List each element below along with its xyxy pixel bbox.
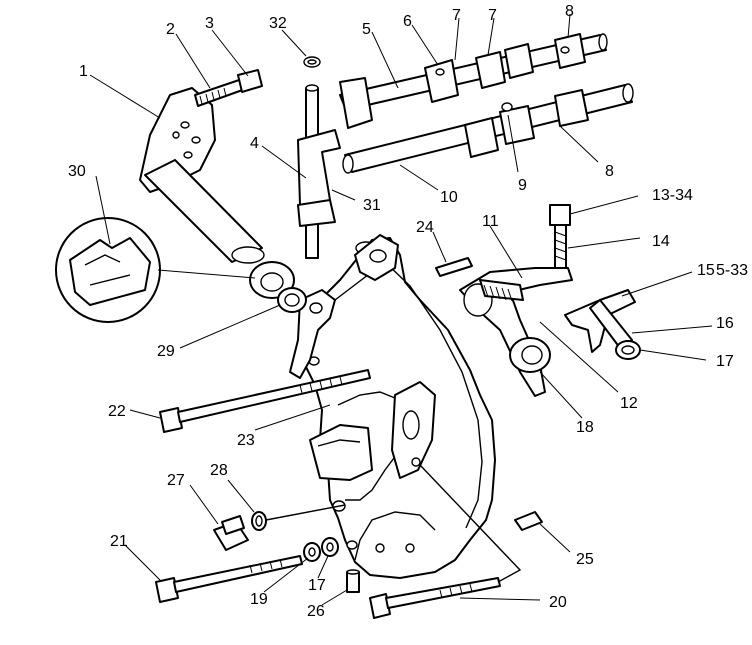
dowel-pin-26 <box>346 569 360 593</box>
adjusting-screw <box>549 204 571 269</box>
label-23: 23 <box>237 432 255 449</box>
label-18: 18 <box>576 419 594 436</box>
lower-shift-rail <box>342 83 634 174</box>
label-10: 10 <box>440 189 458 206</box>
label-17a: 17 <box>716 353 734 370</box>
label-5: 5 <box>362 21 371 38</box>
label-22: 22 <box>108 403 126 420</box>
label-8a: 8 <box>565 3 574 20</box>
long-bolt-21 <box>155 555 303 603</box>
label-2: 2 <box>166 21 175 38</box>
washers <box>303 537 339 562</box>
label-15: 15 <box>697 262 715 279</box>
long-bolt-22 <box>159 369 371 433</box>
label-14: 14 <box>652 233 670 250</box>
vertical-pivot-shaft <box>297 56 341 259</box>
label-8b: 8 <box>605 163 614 180</box>
shift-lever-assembly <box>459 267 573 397</box>
label-32: 32 <box>269 15 287 32</box>
label-25: 25 <box>576 551 594 568</box>
leader-lines <box>89 13 713 606</box>
label-4: 4 <box>250 135 259 152</box>
label-20: 20 <box>549 594 567 611</box>
label-16: 16 <box>716 315 734 332</box>
bearing-collar <box>509 337 551 373</box>
label-5-33: 5-33 <box>716 262 748 279</box>
drain-plug <box>213 504 346 551</box>
upper-shift-rail <box>339 33 608 129</box>
label-17b: 17 <box>308 577 326 594</box>
label-9: 9 <box>518 177 527 194</box>
dowel-pin-25 <box>514 511 543 531</box>
dowel-pin-24 <box>435 257 473 277</box>
label-19: 19 <box>250 591 268 608</box>
label-26: 26 <box>307 603 325 620</box>
label-27: 27 <box>167 472 185 489</box>
lever-arm <box>139 69 263 193</box>
label-21: 21 <box>110 533 128 550</box>
label-31: 31 <box>363 197 381 214</box>
label-1: 1 <box>79 63 88 80</box>
label-30: 30 <box>68 163 86 180</box>
label-3: 3 <box>205 15 214 32</box>
label-24: 24 <box>416 219 434 236</box>
cross-shaft-tube <box>144 159 265 264</box>
seal-detail-magnifier <box>55 217 256 323</box>
label-6: 6 <box>403 13 412 30</box>
label-29: 29 <box>157 343 175 360</box>
small-shift-fork <box>564 289 641 360</box>
bushing <box>249 261 307 313</box>
long-bolt-20 <box>369 464 522 619</box>
label-28: 28 <box>210 462 228 479</box>
label-7b: 7 <box>488 7 497 24</box>
label-12: 12 <box>620 395 638 412</box>
label-13-34: 13-34 <box>652 187 693 204</box>
label-11: 11 <box>482 213 499 230</box>
callout-labels: 1 2 3 32 4 5 6 7 7 8 8 9 10 31 30 13-34 … <box>68 3 748 620</box>
label-7a: 7 <box>452 7 461 24</box>
